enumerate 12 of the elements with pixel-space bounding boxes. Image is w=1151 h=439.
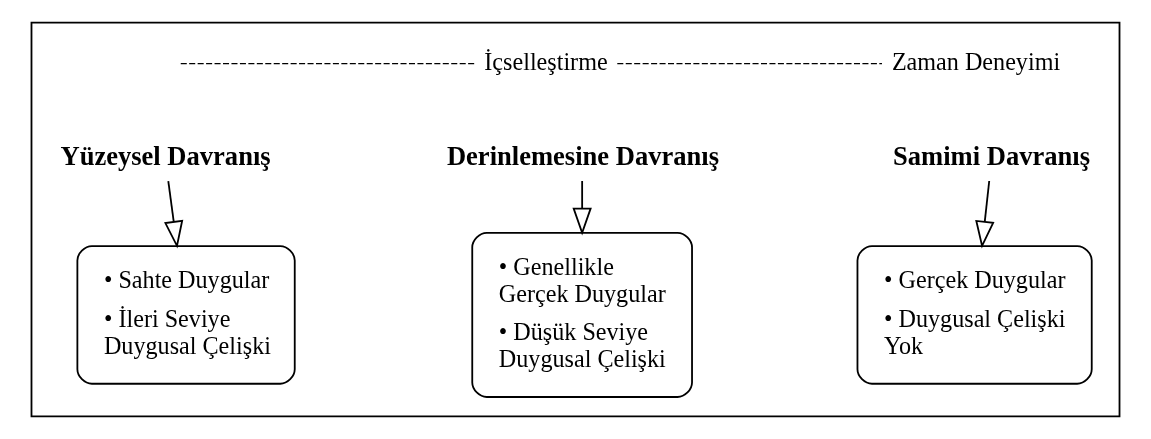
label: Zaman Deneyimi (891, 47, 1061, 75)
cluster (30, 21, 1121, 418)
label: İçselleştirme (484, 47, 608, 75)
node-text: Samimi Davranış (893, 140, 1090, 171)
node-box: • Sahte Duygular • İleri Seviye Duygusal Çelişki (76, 245, 296, 385)
node-box: • Genellikle Gerçek Duygular • Düşük Seviye Duygusal Çelişki (471, 231, 693, 398)
node-text: Derinlemesine Davranış (446, 140, 719, 171)
arrow (164, 180, 184, 249)
node-box: • Gerçek Duygular • Duygusal Çelişki Yok (856, 245, 1093, 385)
node-text: Yüzeysel Davranış (60, 140, 271, 171)
arrow (572, 180, 592, 236)
arrow (975, 180, 995, 249)
